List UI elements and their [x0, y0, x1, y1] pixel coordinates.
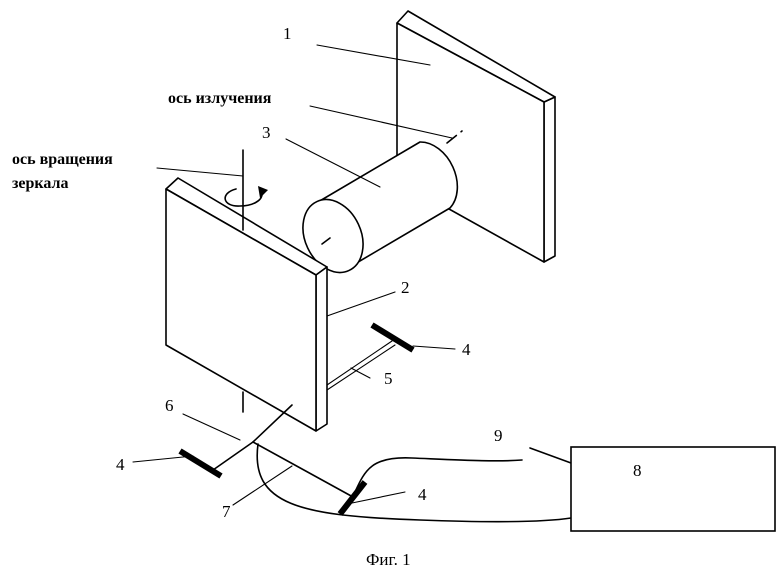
reflector-4-right — [370, 322, 415, 353]
label-2: 2 — [401, 278, 410, 297]
label-7: 7 — [222, 502, 231, 521]
label-rotation-axis-line1: ось вращения — [12, 151, 113, 168]
label-4-left: 4 — [116, 455, 125, 474]
label-4-right: 4 — [462, 340, 471, 359]
reflector-4-bottom — [337, 480, 368, 516]
label-rotation-axis-line2: зеркала — [12, 175, 69, 192]
leader-lines — [132, 44, 456, 506]
beam-paths — [212, 404, 354, 498]
label-5: 5 — [384, 369, 393, 388]
front-mirror-2 — [165, 177, 328, 432]
reflector-4-left — [178, 448, 223, 479]
back-mirror-1 — [396, 10, 556, 263]
beam-5 — [326, 340, 396, 391]
unit-8 — [570, 446, 776, 532]
fibers — [256, 443, 572, 523]
rotation-axis — [224, 149, 268, 413]
label-4-bottom: 4 — [418, 485, 427, 504]
cylinder-3 — [302, 130, 463, 274]
label-6: 6 — [165, 396, 174, 415]
label-emission-axis: ось излучения — [168, 90, 272, 107]
label-1: 1 — [283, 24, 292, 43]
label-9: 9 — [494, 426, 503, 445]
label-3: 3 — [262, 123, 271, 142]
figure-caption: Фиг. 1 — [366, 550, 411, 569]
label-8: 8 — [633, 461, 642, 480]
